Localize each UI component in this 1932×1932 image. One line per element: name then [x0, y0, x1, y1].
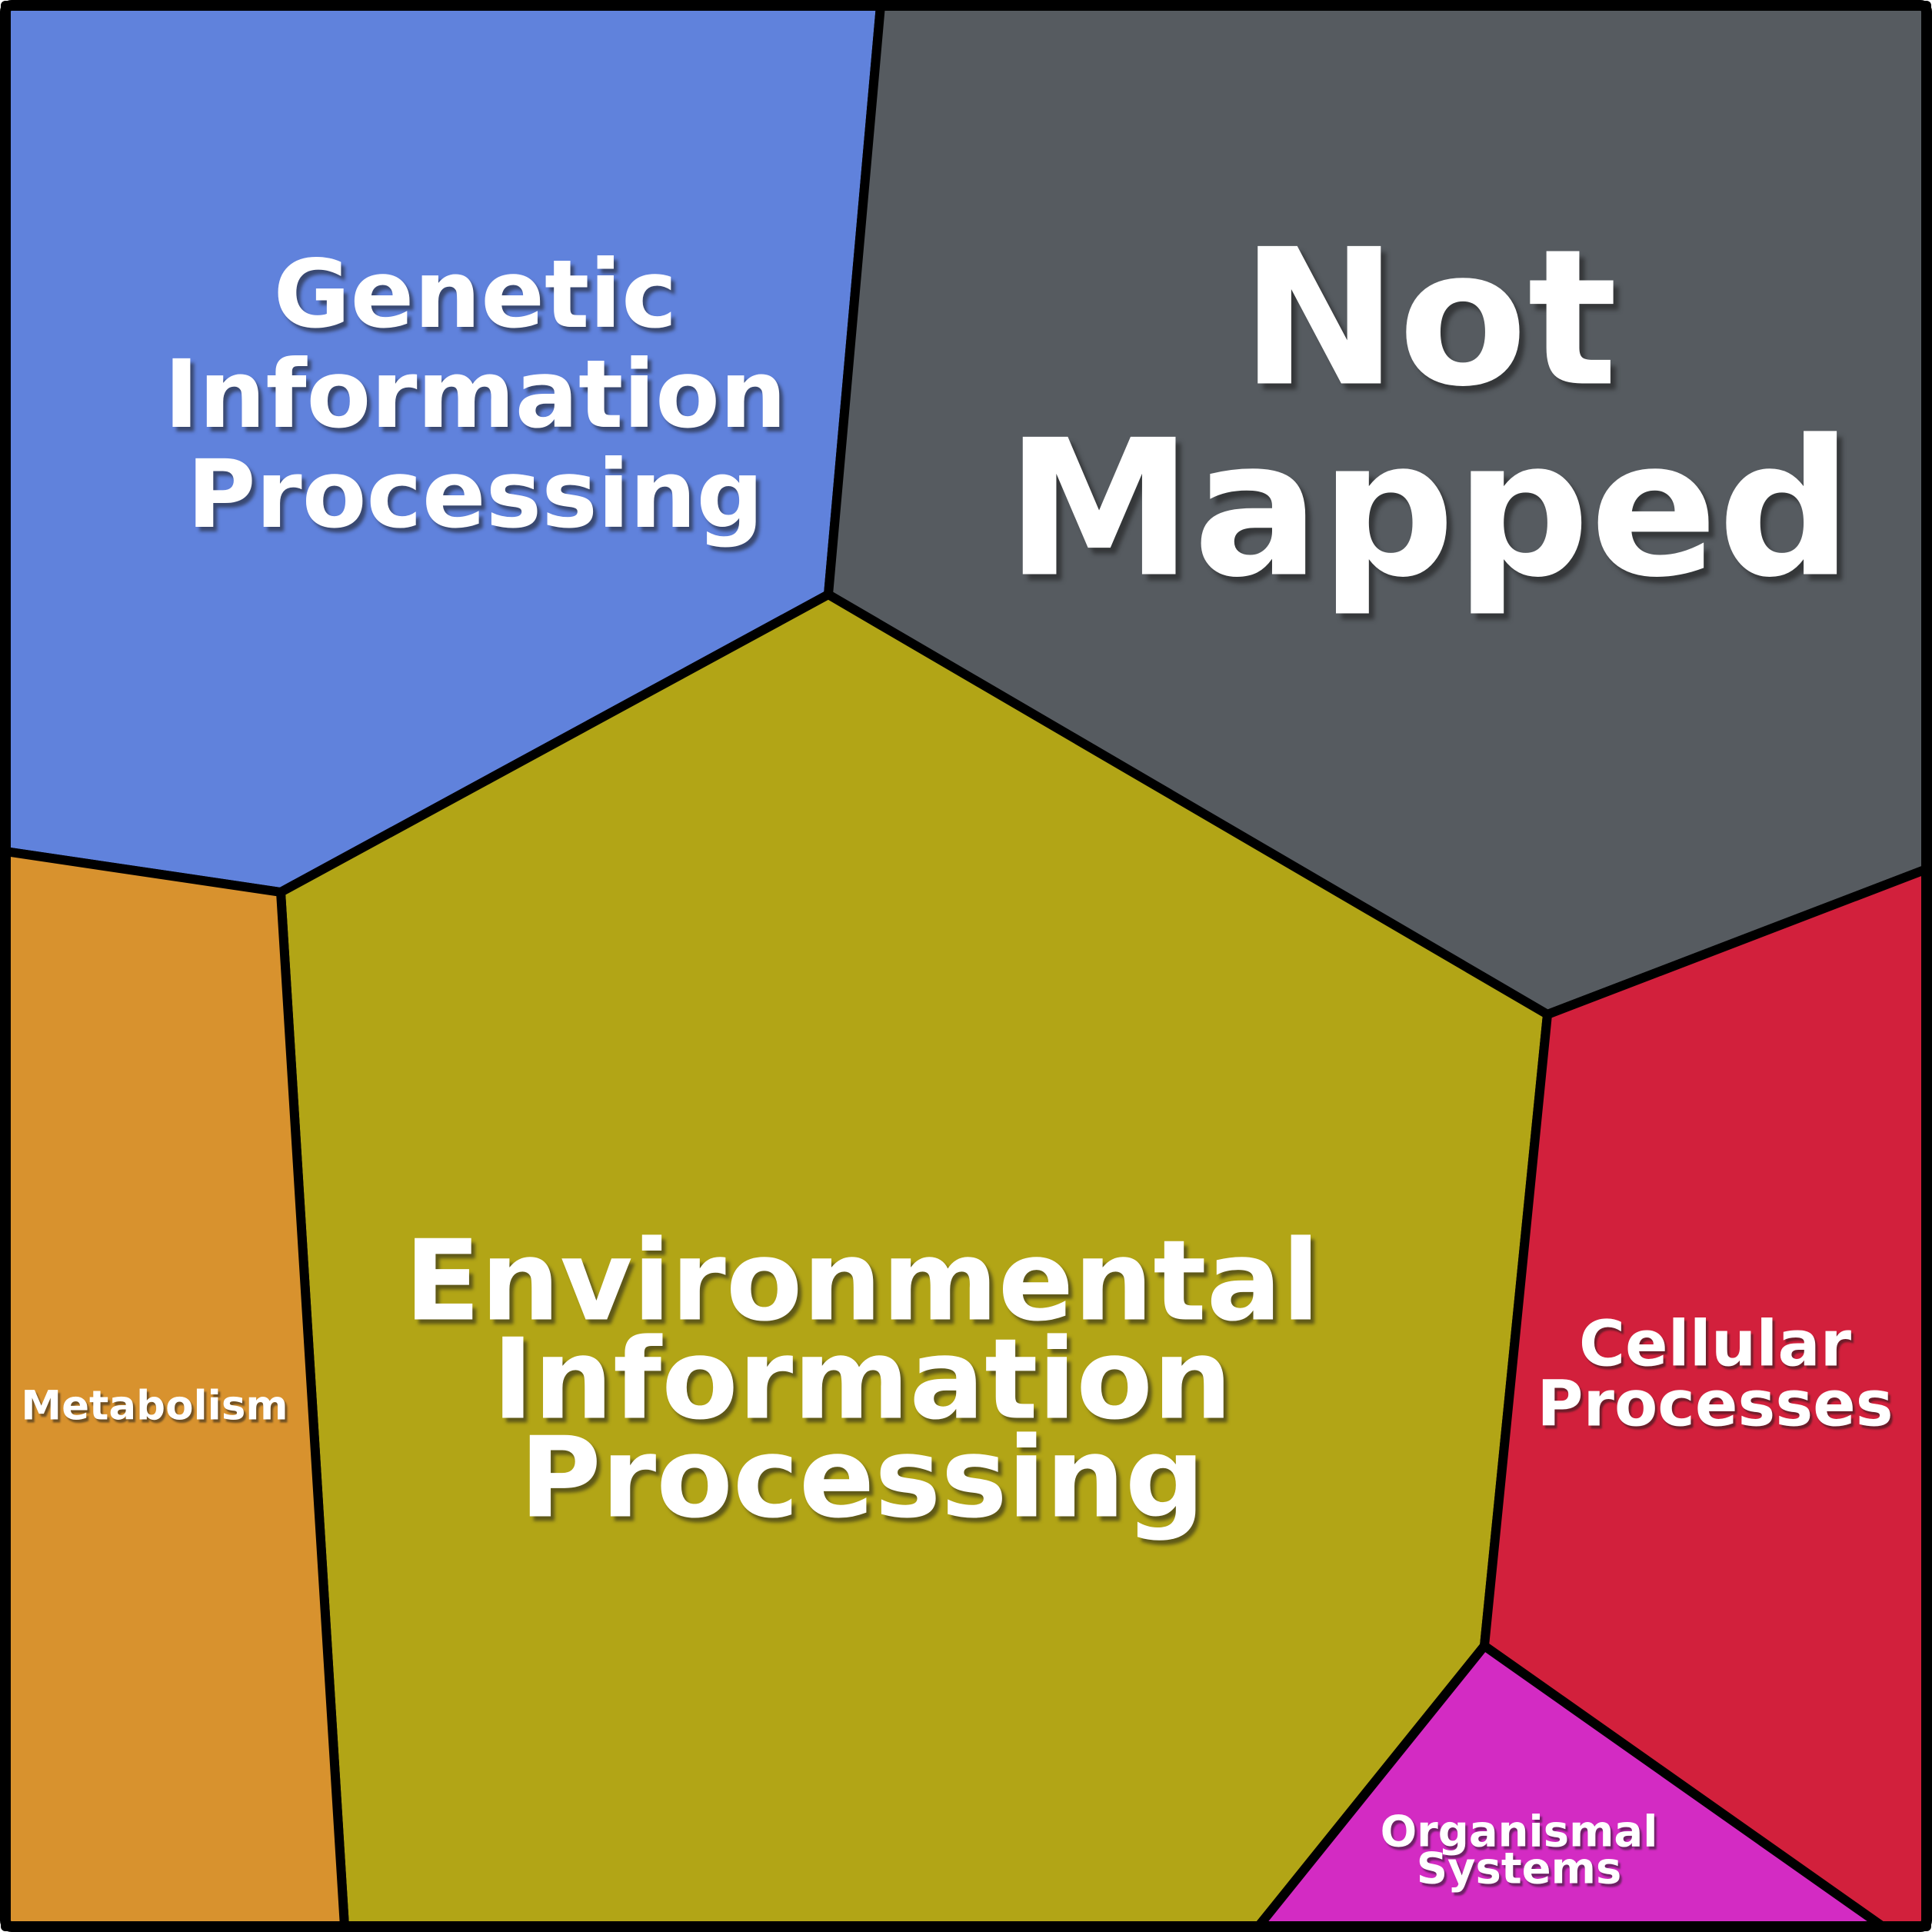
voronoi-treemap-canvas: Genetic Information Processing Not Mappe… — [0, 0, 1932, 1932]
chart-frame — [0, 0, 1932, 1932]
